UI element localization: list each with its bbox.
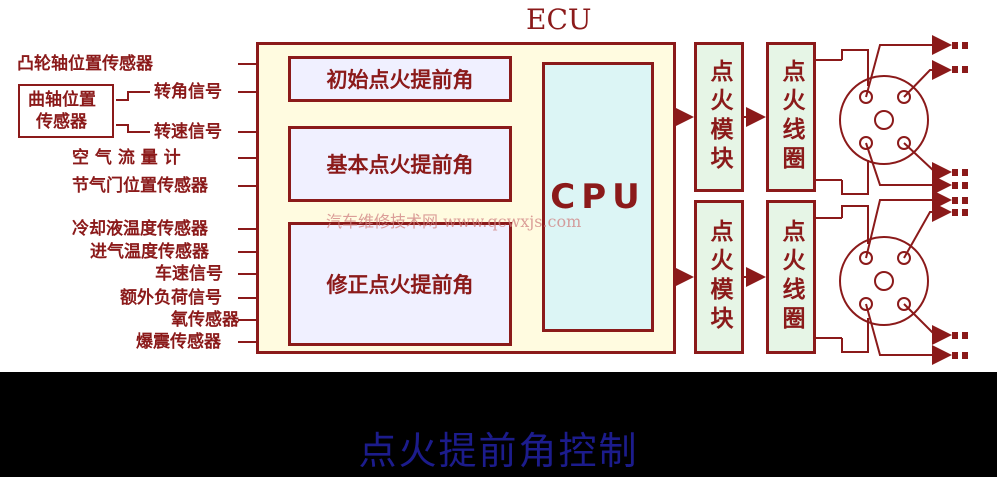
correction-advance-block: 修正点火提前角 [288, 222, 512, 346]
input-intake-temp: 进气温度传感器 [90, 242, 209, 262]
dist1-frame [841, 49, 869, 86]
crank-sensor-line1: 曲轴位置 [28, 90, 96, 110]
input-crank-angle: 转角信号 [154, 82, 222, 102]
crank-sensor-box: 曲轴位置 传感器 [18, 84, 114, 138]
ignition-module-2: 点火模块 [694, 200, 744, 354]
dist1-frame-b [841, 160, 869, 195]
dist2-frame-b [841, 318, 869, 353]
crank-connector [116, 91, 150, 101]
ignition-coil-2: 点火线圈 [766, 200, 816, 354]
initial-advance-block: 初始点火提前角 [288, 56, 512, 102]
ignition-module-1: 点火模块 [694, 42, 744, 192]
watermark: 汽车维修技术网 www.qcwxjs.com [326, 212, 582, 231]
wire-layer [116, 35, 968, 365]
caption-bar: 点火提前角控制 [0, 372, 997, 477]
crank-connector-2 [116, 124, 150, 133]
input-extra-load: 额外负荷信号 [120, 288, 222, 308]
input-airflow: 空 气 流 量 计 [72, 148, 181, 168]
basic-advance-block: 基本点火提前角 [288, 126, 512, 202]
ignition-coil-1: 点火线圈 [766, 42, 816, 192]
cpu-block: CPU [542, 62, 654, 332]
input-camshaft: 凸轮轴位置传感器 [17, 54, 153, 74]
ignition-diagram: ECU 凸轮轴位置传感器 曲轴位置 传感器 转角信号 转速信号 空 气 流 量 … [17, 3, 968, 365]
spark-plug-terminals [952, 42, 968, 359]
input-vehicle-speed: 车速信号 [155, 264, 223, 284]
distributor2-icon [839, 236, 929, 326]
input-coolant: 冷却液温度传感器 [72, 219, 208, 239]
ecu-title: ECU [526, 3, 592, 36]
distributor1-icon [839, 75, 929, 165]
dist2-frame [841, 205, 869, 244]
input-crank-speed: 转速信号 [154, 122, 222, 142]
caption-title: 点火提前角控制 [358, 429, 639, 473]
crank-sensor-line2: 传感器 [36, 112, 87, 132]
input-knock: 爆震传感器 [136, 332, 221, 352]
input-throttle: 节气门位置传感器 [72, 176, 208, 196]
input-oxygen: 氧传感器 [171, 310, 239, 330]
